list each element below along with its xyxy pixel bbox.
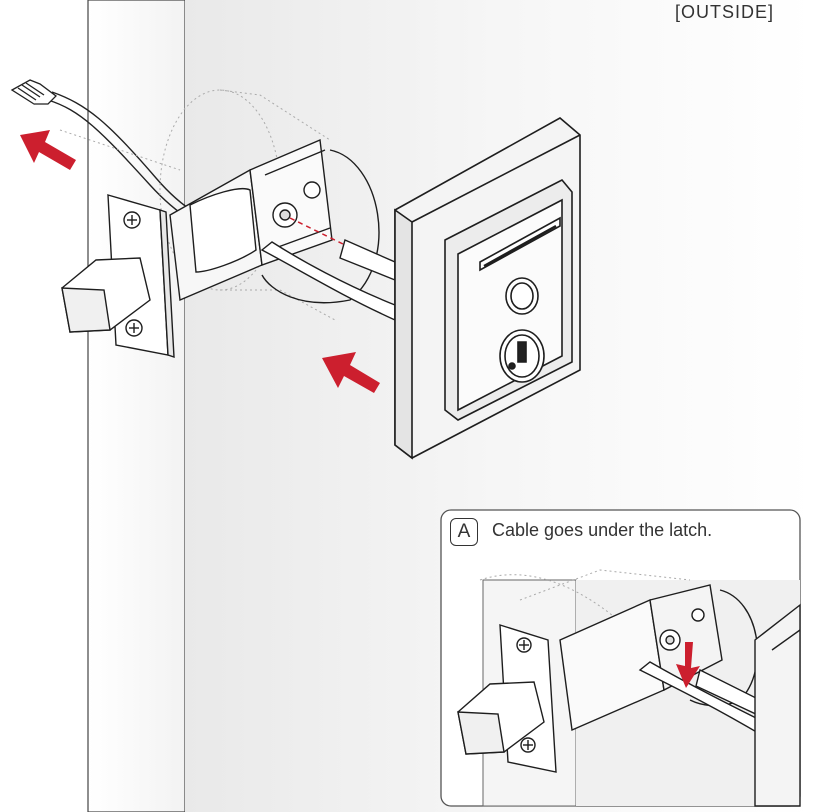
key-cylinder [499, 329, 545, 383]
fingerprint-sensor [505, 277, 539, 315]
latch-assembly [61, 138, 333, 358]
cable-connector [10, 79, 57, 105]
arrow-insert-lock [322, 352, 380, 393]
inset-arrow-down [676, 642, 700, 688]
inset-panel [440, 509, 801, 807]
outside-label: [OUTSIDE] [674, 2, 774, 22]
inset-letter-badge: A [450, 518, 478, 546]
arrow-cable-out [20, 130, 76, 170]
inset-caption: Cable goes under the latch. [492, 520, 713, 540]
inset-latch [457, 584, 801, 807]
alignment-line [289, 217, 346, 246]
